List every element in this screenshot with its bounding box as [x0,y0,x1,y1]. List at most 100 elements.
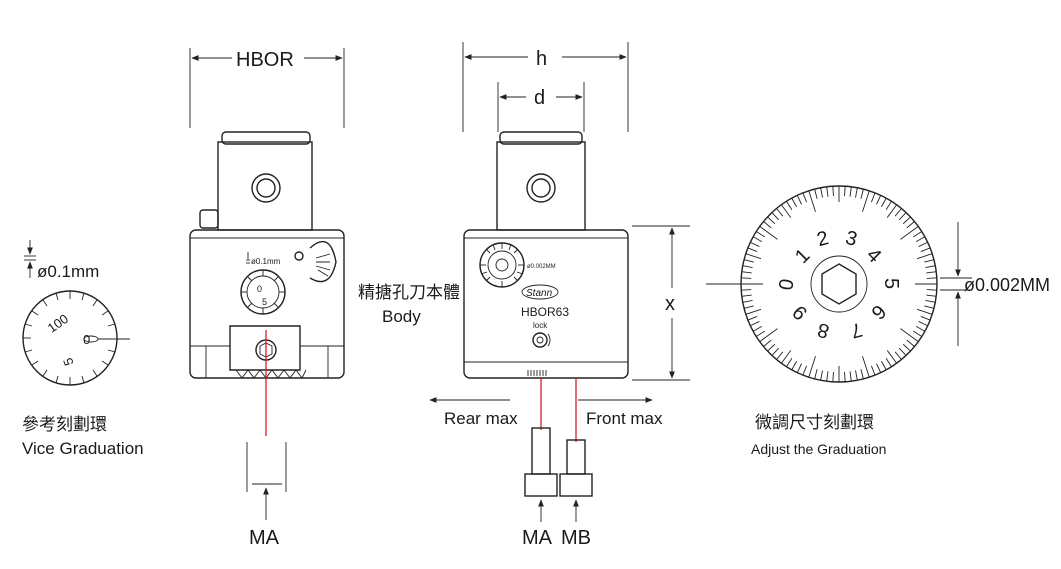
dial-tick [900,328,919,342]
adjust-dial-number-2: 2 [815,227,831,251]
dial-tick [747,247,758,253]
adjust-dial-number-0: 0 [775,277,799,292]
vice-dial-number-0: 0 [83,332,90,347]
adjust-dial-number-5: 5 [880,278,902,289]
dial-tick [802,365,808,376]
adjust-dial-number-8: 8 [815,318,831,342]
dial-tick [741,271,752,274]
dial-tick [791,360,797,371]
dial-tick [925,265,936,268]
dial-tick [870,365,876,376]
dial-tick [763,221,772,229]
dial-tick [855,187,858,198]
dial-tick [886,350,897,364]
dial-tick [786,201,793,210]
dial-tick [771,212,780,221]
dial-tick [924,259,935,263]
adjust-graduation-caption-en: Adjust the Graduation [751,441,886,457]
dial-tick [913,330,922,337]
dial-tick [894,351,902,360]
dial-tick [745,308,762,315]
dial-tick [913,231,922,238]
dial-tick [915,236,926,243]
vice-graduation-dial: ø0.1mm 100 0 5 [22,240,130,386]
dial-tick [832,186,834,197]
dial-tick [743,259,754,263]
dial-tick [844,186,846,197]
left-tool-body: HBOR 0 5 ø0.1mm [189,48,345,549]
dial-tick [771,347,780,356]
dial-tick [920,247,931,253]
dial-tick [916,253,933,260]
dial-tick [926,277,937,279]
vice-graduation-spec: ø0.1mm [37,262,99,281]
dial-tick [876,363,882,373]
dial-tick [781,204,792,218]
dial-tick [926,271,937,274]
adjust-dial-number-7: 7 [848,318,864,342]
dial-tick [759,328,778,342]
dial-tick [808,190,816,212]
dial-tick [885,358,892,367]
dial-tick [759,226,778,240]
dimension-x: x [665,293,675,315]
adjust-dial-number-6: 6 [867,300,890,323]
center-dial-spec: ø0.002MM [527,264,556,270]
dial-tick [796,363,802,373]
dial-tick [786,358,793,367]
center-lock-label: lock [533,321,548,330]
vice-dial-number-100: 100 [45,311,71,336]
dial-tick [906,339,915,347]
vice-dial-ticks [23,291,116,385]
dial-tick [796,195,802,205]
center-tool-body: h d ø0.002MM Stann HBOR63 [429,42,690,549]
dimension-mb: MB [561,527,591,549]
adjust-dial-number-1: 1 [791,245,814,268]
dimension-d: d [534,87,545,109]
dial-tick [918,321,928,327]
dial-tick [902,343,911,352]
dial-tick [820,187,823,198]
rear-max-label: Rear max [444,409,518,428]
dial-tick [855,370,858,381]
dial-tick [820,370,823,381]
dimension-ma-right: MA [522,527,553,549]
dial-tick [750,321,760,327]
dial-tick [920,315,931,321]
dial-tick [886,204,897,218]
dial-tick [849,186,852,197]
brand-logo-stann: Stann [526,288,553,299]
body-caption-en: Body [382,307,421,326]
dial-tick [742,265,753,268]
dial-tick [741,277,752,279]
dial-tick [926,289,937,291]
dial-tick [915,325,926,332]
dimension-h: h [536,48,547,70]
adjust-dial-ticks [741,186,937,382]
dial-tick [876,195,882,205]
dial-tick [741,289,752,291]
dial-tick [916,308,933,315]
adjust-dial-number-3: 3 [843,227,859,251]
body-caption-cn: 精搪孔刀本體 [358,283,460,303]
dial-tick [906,221,915,229]
dial-tick [898,212,907,221]
dial-tick [763,339,772,347]
dial-tick [745,253,762,260]
dial-tick [767,343,776,352]
dial-tick [870,192,876,203]
vice-dial-number-5: 5 [60,356,77,368]
dial-tick [752,325,763,332]
dial-tick [925,300,936,303]
dial-tick [885,201,892,210]
dial-tick [750,241,760,247]
dimension-ma-left: MA [249,527,280,549]
adjust-graduation-spec: ø0.002MM [964,275,1050,295]
dial-tick [926,294,937,297]
dial-tick [752,236,763,243]
dial-tick [862,356,870,378]
dial-tick [756,231,765,238]
dial-tick [902,216,911,225]
dial-tick [918,241,928,247]
dial-tick [742,300,753,303]
